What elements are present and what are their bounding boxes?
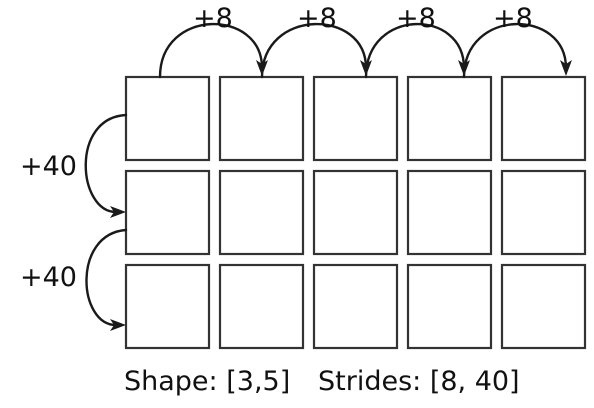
horizontal-stride-label-2: +8 <box>297 3 337 34</box>
grid-cell-r2-c1 <box>124 169 211 256</box>
vertical-arrow-2-3 <box>85 228 128 327</box>
horizontal-stride-label-3: +8 <box>396 3 436 34</box>
vertical-stride-arrows <box>84 113 128 331</box>
cell-grid <box>124 75 587 350</box>
vertical-stride-label-2: +40 <box>20 262 77 293</box>
grid-cell-r2-c4 <box>406 169 493 256</box>
vertical-stride-label-1: +40 <box>20 151 77 182</box>
grid-cell-r2-c3 <box>312 169 399 256</box>
horizontal-arrow-3-4 <box>364 22 466 79</box>
horizontal-stride-label-4: +8 <box>493 3 533 34</box>
grid-cell-r1-c5 <box>500 75 587 162</box>
grid-cell-r3-c4 <box>406 263 493 350</box>
grid-cell-r1-c1 <box>124 75 211 162</box>
grid-cell-r2-c5 <box>500 169 587 256</box>
grid-cell-r3-c1 <box>124 263 211 350</box>
grid-cell-r3-c2 <box>218 263 305 350</box>
horizontal-stride-arrows <box>158 22 572 79</box>
shape-caption: Shape: [3,5] <box>124 366 290 397</box>
grid-cell-r2-c2 <box>218 169 305 256</box>
horizontal-stride-label-1: +8 <box>193 3 233 34</box>
grid-cell-r3-c3 <box>312 263 399 350</box>
grid-cell-r1-c4 <box>406 75 493 162</box>
horizontal-arrow-4-5 <box>462 22 568 79</box>
strides-caption: Strides: [8, 40] <box>318 366 520 397</box>
vertical-arrowhead-2-3 <box>110 319 126 331</box>
vertical-arrowhead-1-2 <box>110 206 126 218</box>
grid-cell-r3-c5 <box>500 263 587 350</box>
horizontal-arrowhead-4-5 <box>560 60 572 76</box>
grid-cell-r1-c2 <box>218 75 305 162</box>
vertical-arrow-1-2 <box>84 113 128 214</box>
horizontal-arrow-2-3 <box>260 22 368 79</box>
grid-cell-r1-c3 <box>312 75 399 162</box>
horizontal-arrow-1-2 <box>158 22 264 79</box>
